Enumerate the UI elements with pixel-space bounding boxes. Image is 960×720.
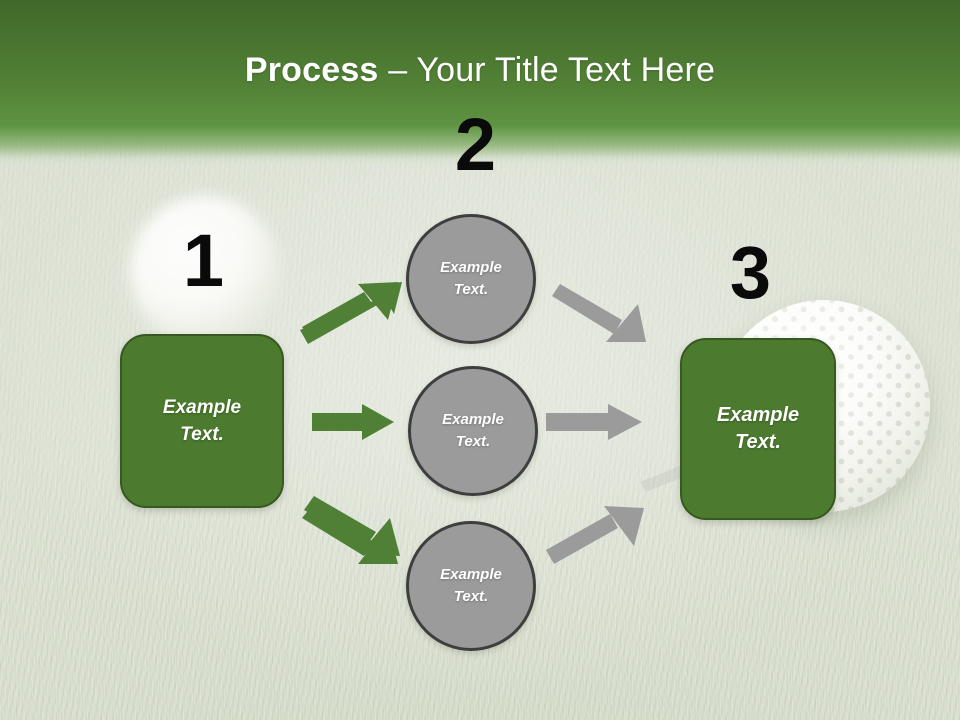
page-title-rest: – Your Title Text Here (378, 51, 716, 89)
middle-circle-2[interactable]: Example Text. (408, 366, 538, 496)
end-box[interactable]: Example Text. (680, 338, 836, 520)
arrow-start-to-circle-top[interactable] (300, 282, 402, 344)
middle-circle-2-line1: Example (442, 411, 504, 428)
start-box[interactable]: Example Text. (120, 334, 284, 508)
start-box-line1: Example (162, 397, 242, 418)
middle-circle-1-line2: Text. (453, 281, 489, 298)
end-box-line2: Text. (735, 431, 781, 453)
arrow-circle-top-to-end[interactable] (552, 284, 652, 346)
page-title: Process – Your Title Text Here (0, 48, 960, 92)
middle-circle-1-line1: Example (440, 259, 502, 276)
middle-circle-3[interactable]: Example Text. (406, 521, 536, 651)
step-number-3: 3 (729, 231, 771, 314)
middle-circle-3-line1: Example (440, 566, 502, 583)
arrow-circle-bottom-to-end[interactable] (546, 506, 650, 568)
header-band (0, 0, 960, 165)
start-box-line2: Text. (180, 424, 224, 445)
arrow-circle-middle-to-end[interactable] (546, 404, 642, 440)
arrow-start-to-circle-middle[interactable] (312, 404, 394, 440)
middle-circle-1[interactable]: Example Text. (406, 214, 536, 344)
middle-circle-2-line2: Text. (455, 433, 491, 450)
step-number-2: 2 (454, 103, 496, 186)
golf-ball-left-icon (130, 196, 280, 346)
middle-circle-3-line2: Text. (453, 588, 489, 605)
page-title-bold: Process (244, 51, 379, 89)
arrow-start-to-circle-bottom[interactable] (302, 496, 404, 568)
step-number-1: 1 (182, 219, 224, 302)
end-box-line1: Example (716, 404, 800, 426)
